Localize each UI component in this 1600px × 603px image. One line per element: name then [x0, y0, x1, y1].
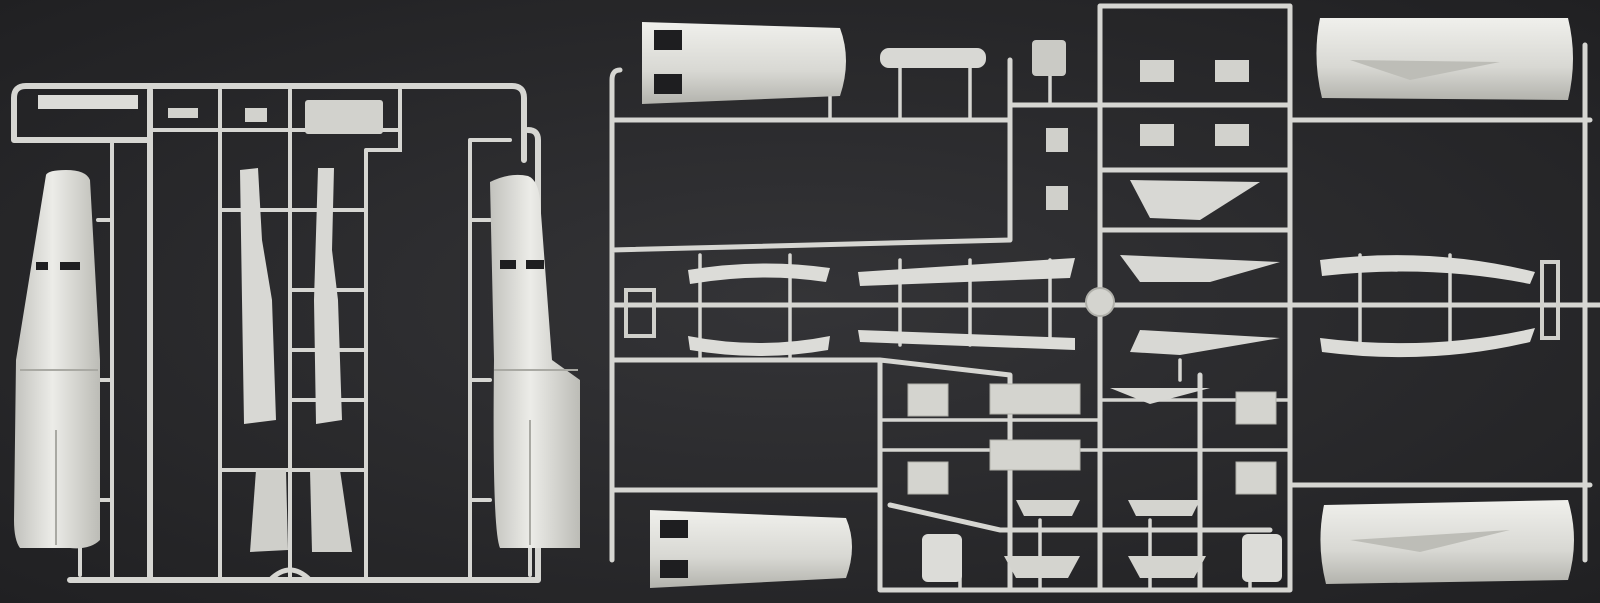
small-gear-part	[1032, 40, 1066, 76]
tray-part-4	[1128, 556, 1206, 578]
nacelle-fin-lower-right	[1350, 530, 1510, 552]
box-part-4	[1235, 461, 1277, 495]
vane-part-1	[1130, 180, 1260, 220]
nacelle-intake-lower-left-1	[660, 520, 688, 538]
small-clip-part-2	[245, 108, 267, 122]
nacelle-intake-lower-left-2	[660, 560, 688, 578]
wing-strip-left	[240, 168, 276, 424]
fuselage-panel-line-left	[20, 369, 98, 545]
cylinder-part-left	[922, 534, 962, 582]
vane-part-4	[1110, 388, 1210, 404]
wing-rib-lower-right	[1320, 328, 1535, 358]
cross-parts	[1140, 60, 1249, 146]
panel-part-2	[989, 439, 1081, 471]
top-tab-part	[38, 95, 138, 109]
fuselage-window-right-1	[500, 260, 516, 269]
cross-part-2	[1215, 60, 1249, 82]
box-part-3	[1235, 391, 1277, 425]
gear-door-right	[310, 470, 352, 552]
fuselage-window-left-2	[60, 262, 80, 270]
cross-part-4	[1215, 124, 1249, 146]
tray-part-1	[1016, 500, 1080, 516]
cross-part-3	[1140, 124, 1174, 146]
fuselage-panel-line-right	[494, 369, 578, 545]
engine-nacelle-upper-right	[1316, 18, 1573, 100]
wing-rib-upper-right	[1320, 255, 1535, 284]
engine-nacelle-lower-left	[650, 510, 852, 588]
nacelle-fin-upper-right	[1350, 60, 1500, 80]
small-vertical-part-2	[1046, 186, 1068, 210]
box-part-1	[907, 383, 949, 417]
tray-part-3	[1004, 556, 1080, 578]
small-bracket-part	[624, 288, 656, 338]
tray-part-2	[1128, 500, 1200, 516]
small-clip-part	[168, 108, 198, 118]
small-bracket-part-2	[1540, 260, 1560, 340]
cylinder-part-right	[1242, 534, 1282, 582]
stabilizer-top	[858, 258, 1075, 286]
small-vertical-part-1	[1046, 128, 1068, 152]
tube-part	[880, 48, 986, 68]
sprue-hub	[1085, 287, 1115, 317]
box-parts	[907, 383, 1277, 495]
cross-part-1	[1140, 60, 1174, 82]
fuselage-window-right-2	[526, 260, 544, 269]
stabilizer-bottom	[858, 330, 1075, 350]
nacelle-intake-upper-left-1	[654, 30, 682, 50]
gear-door-left	[250, 470, 288, 552]
wing-strip-right	[314, 168, 342, 424]
vane-part-2	[1120, 255, 1280, 282]
wing-rib-upper-left	[688, 263, 830, 284]
left-sprue-frame	[11, 83, 541, 583]
fuselage-window-left-1	[36, 262, 48, 270]
left-sprue-arch	[267, 567, 313, 583]
panel-part-1	[989, 383, 1081, 415]
wing-rib-lower-left	[688, 336, 830, 356]
nacelle-intake-upper-left-2	[654, 74, 682, 94]
small-panel-part	[305, 100, 383, 134]
box-part-2	[907, 461, 949, 495]
vane-part-3	[1130, 330, 1280, 355]
engine-nacelle-upper-left	[642, 22, 846, 104]
